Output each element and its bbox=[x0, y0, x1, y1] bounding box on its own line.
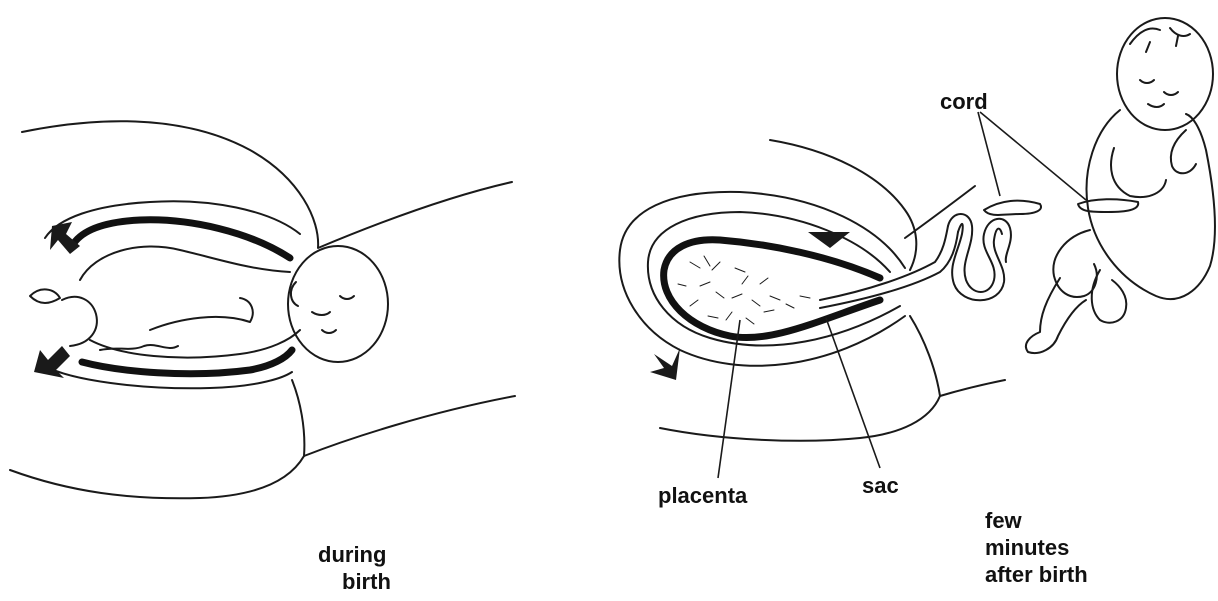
baby-back bbox=[80, 247, 290, 280]
newborn-arm-left bbox=[1111, 148, 1166, 197]
during-birth-illustration bbox=[10, 121, 515, 498]
pointer-cord-coil bbox=[978, 112, 1000, 196]
placenta-texture bbox=[678, 256, 810, 324]
umbilical-cord-coil-outer bbox=[952, 224, 1004, 300]
mother-body-outline-lower bbox=[10, 396, 515, 498]
caption-after-birth-line3: after birth bbox=[985, 561, 1088, 588]
mother-back-curve bbox=[292, 380, 304, 456]
newborn-leg-lower bbox=[1026, 278, 1086, 353]
mother-thigh-line bbox=[910, 316, 940, 396]
baby-ear bbox=[291, 282, 298, 306]
uterine-membrane-upper bbox=[72, 220, 290, 258]
placenta-lining bbox=[664, 240, 880, 338]
contraction-arrow-bottom-left bbox=[650, 348, 680, 380]
caption-after-birth: few minutes after birth bbox=[985, 507, 1088, 588]
baby-body-lower bbox=[90, 330, 300, 358]
mother-hip-line bbox=[905, 186, 975, 238]
newborn-head bbox=[1117, 18, 1213, 130]
baby-head bbox=[288, 246, 388, 362]
baby-leg bbox=[62, 297, 97, 346]
label-placenta: placenta bbox=[658, 482, 747, 509]
baby-face bbox=[312, 296, 354, 333]
newborn-leg-upper bbox=[1053, 230, 1096, 297]
pointer-sac bbox=[826, 318, 880, 468]
contraction-arrow-top-right bbox=[808, 232, 850, 248]
baby-arm bbox=[150, 298, 253, 330]
caption-during-birth: during birth bbox=[318, 541, 391, 595]
caption-after-birth-line2: minutes bbox=[985, 534, 1088, 561]
after-birth-illustration bbox=[619, 18, 1215, 478]
label-sac: sac bbox=[862, 472, 899, 499]
mother-body-outline-lower-right bbox=[660, 380, 1005, 441]
pointer-placenta bbox=[718, 320, 740, 478]
newborn-hair bbox=[1130, 28, 1190, 52]
cord-cut-end bbox=[984, 201, 1041, 215]
baby-foot bbox=[30, 289, 60, 303]
newborn-face bbox=[1140, 80, 1178, 107]
caption-during-birth-line1: during bbox=[318, 542, 386, 567]
caption-during-birth-line2: birth bbox=[318, 568, 391, 595]
uterine-membrane-lower bbox=[82, 350, 292, 374]
label-cord: cord bbox=[940, 88, 988, 115]
pointer-cord-baby bbox=[980, 112, 1086, 200]
newborn-leg-back bbox=[1092, 270, 1127, 323]
newborn-arm-right bbox=[1171, 130, 1196, 173]
umbilical-cord-coil bbox=[948, 214, 1011, 292]
newborn-body bbox=[1087, 110, 1215, 299]
caption-after-birth-line1: few bbox=[985, 507, 1088, 534]
uterus-outline-middle bbox=[648, 212, 900, 345]
